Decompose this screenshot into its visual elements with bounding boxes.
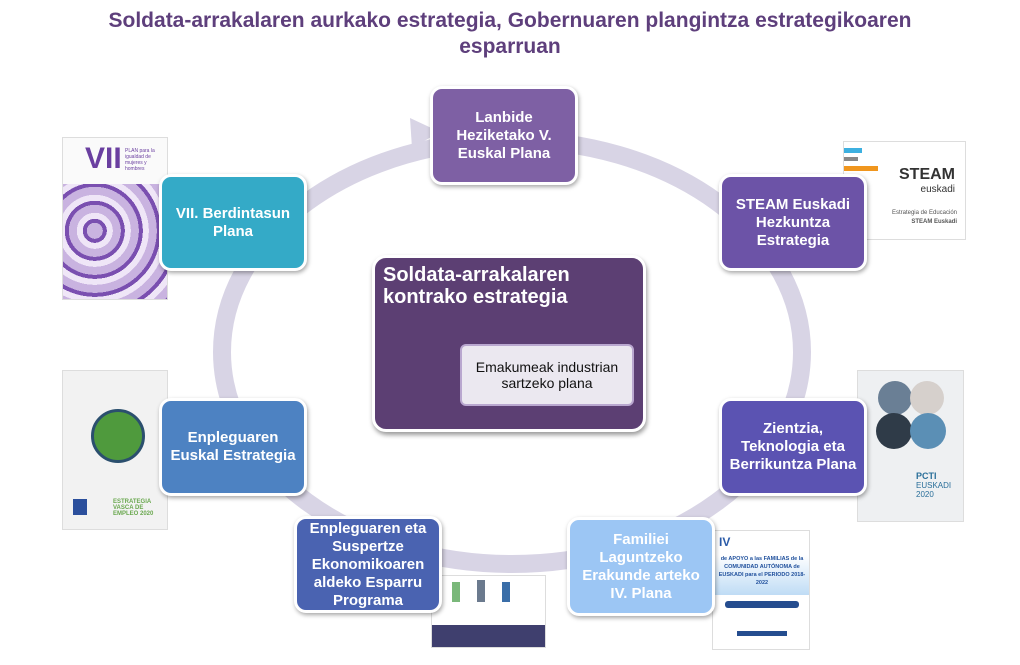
thumb-familias: IV de APOYO a las FAMILIAS de la COMUNID… [712, 530, 810, 650]
plan-box-berdintasun[interactable]: VII. Berdintasun Plana [159, 174, 307, 271]
thumb-text: STEAM [899, 166, 955, 183]
thumb-berdintasun-plana: VII PLAN para la igualdad de mujeres y h… [62, 137, 168, 300]
plan-label: Enpleguaren Euskal Estrategia [170, 429, 296, 464]
thumb-pcti: PCTI EUSKADI 2020 [857, 370, 964, 522]
thumb-text: euskadi [920, 184, 955, 195]
thumb-text: PCTI [916, 471, 937, 481]
thumb-text: Estrategia de Educación [891, 210, 957, 216]
thumb-text: PLAN para la igualdad de mujeres y hombr… [125, 148, 155, 172]
plan-label: VII. Berdintasun Plana [175, 204, 291, 240]
thumb-text: ESTRATEGIA VASCA DE EMPLEO 2020 [113, 499, 154, 517]
thumb-empleo: ESTRATEGIA VASCA DE EMPLEO 2020 [62, 370, 168, 530]
plan-label: STEAM Euskadi Hezkuntza Estrategia [735, 195, 851, 249]
plan-label: Enpleguaren eta Suspertze Ekonomikoaren … [309, 519, 427, 609]
plan-box-zientzia[interactable]: Zientzia, Teknologia eta Berrikuntza Pla… [719, 398, 867, 496]
arrow-head-icon [410, 118, 440, 148]
plan-label: Zientzia, Teknologia eta Berrikuntza Pla… [729, 420, 857, 473]
plan-label: Familiei Laguntzeko Erakunde arteko IV. … [582, 530, 700, 602]
sub-plan-box[interactable]: Emakumeak industrian sartzeko plana [460, 344, 634, 406]
plan-label: Lanbide Heziketako V. Euskal Plana [456, 108, 552, 162]
thumb-programa [431, 575, 546, 648]
center-title: Soldata-arrakalaren kontrako estrategia [383, 264, 570, 308]
center-strategy-box: Soldata-arrakalaren kontrako estrategia … [372, 255, 646, 432]
thumb-text: IV [719, 535, 731, 549]
plan-box-familiei[interactable]: Familiei Laguntzeko Erakunde arteko IV. … [567, 517, 715, 616]
plan-box-enplegu-euskal[interactable]: Enpleguaren Euskal Estrategia [159, 398, 307, 496]
plan-box-steam[interactable]: STEAM Euskadi Hezkuntza Estrategia [719, 174, 867, 271]
thumb-text: de APOYO a las FAMILIAS de la COMUNIDAD … [715, 555, 809, 595]
plan-box-enplegu-suspertze[interactable]: Enpleguaren eta Suspertze Ekonomikoaren … [294, 516, 442, 613]
thumb-text: VII [85, 142, 122, 175]
thumb-text: STEAM Euskadi [911, 219, 957, 225]
page-title: Soldata-arrakalaren aurkako estrategia, … [108, 9, 912, 58]
thumb-text: EUSKADI 2020 [916, 481, 952, 499]
plan-box-lanbide-heziketa[interactable]: Lanbide Heziketako V. Euskal Plana [430, 86, 578, 185]
